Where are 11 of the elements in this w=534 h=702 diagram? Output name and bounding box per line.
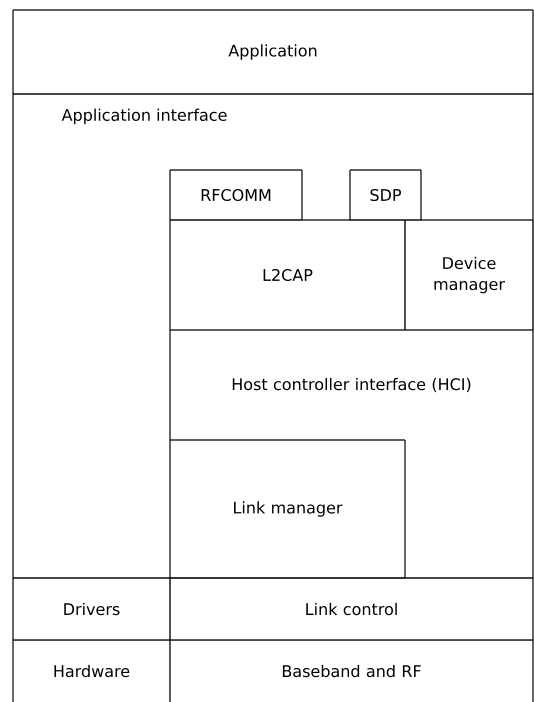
layer-box: Application [12, 9, 534, 95]
layer-box: Link control [169, 577, 534, 641]
layer-box: Baseband and RF [169, 639, 534, 702]
layer-box: Host controller interface (HCI) [169, 330, 470, 440]
layer-box: SDP [349, 169, 422, 221]
layer-box: Hardware [12, 639, 171, 702]
layer-box: RFCOMM [169, 169, 303, 221]
layer-box: Device manager [404, 219, 534, 331]
layer-box: Drivers [12, 577, 171, 641]
layer-box: Link manager [169, 439, 406, 579]
layer-box: L2CAP [169, 219, 406, 331]
